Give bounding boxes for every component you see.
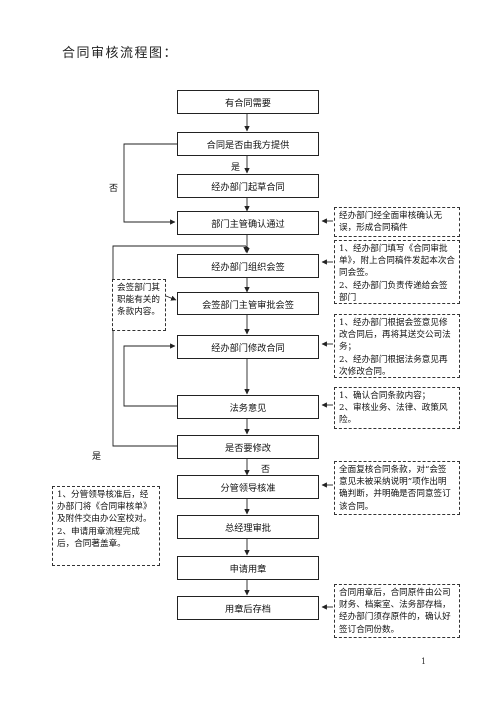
label-yes-1: 是 (231, 163, 241, 173)
label-no-1: 否 (109, 184, 119, 194)
step-need-modify: 是否要修改 (177, 435, 319, 459)
step-manager-confirm: 部门主管确认通过 (177, 211, 319, 235)
label-no-2: 否 (261, 465, 271, 475)
note-leader-left: 1、分管领导核准后，经办部门将《合同审核单》及附件交由办公室校对。 2、申请用章… (52, 486, 160, 566)
note-confirm: 经办部门经全面审核确认无误，形成合同稿件 (334, 207, 460, 237)
note-leader: 全面复核合同条款，对“会签意见未被采纳说明”项作出明确判断，并明确是否同意签订该… (334, 461, 460, 515)
step-contract-needed: 有合同需要 (177, 90, 319, 114)
page-number: 1 (421, 657, 427, 666)
step-modify-contract: 经办部门修改合同 (177, 335, 319, 359)
step-provided-by-us: 合同是否由我方提供 (177, 132, 319, 156)
step-leader-approve: 分管领导核准 (177, 475, 319, 499)
step-organize-cosign: 经办部门组织会签 (177, 254, 319, 278)
step-archive: 用章后存档 (177, 596, 319, 620)
note-cosign: 1、经办部门填写《合同审批单》，附上合同稿件发起本次合同会签。 2、经办部门负责… (334, 240, 460, 304)
label-yes-2: 是 (92, 452, 102, 462)
step-gm-approve: 总经理审批 (177, 515, 319, 539)
page-title: 合同审核流程图： (62, 46, 179, 61)
note-archive: 合同用章后，合同原件由公司财务、档案室、法务部存档，经办部门须存原件的，确认好签… (334, 584, 460, 638)
note-cosign-dept: 会签部门其职能有关的条款内容。 (112, 279, 166, 331)
note-legal: 1、确认合同条款内容； 2、审核业务、法律、政策风险。 (334, 387, 460, 429)
step-legal-opinion: 法务意见 (177, 395, 319, 419)
step-draft-contract: 经办部门起草合同 (177, 174, 319, 198)
note-modify: 1、经办部门根据会签意见修改合同后，再将其送交公司法务； 2、经办部门根据法务意… (334, 314, 460, 378)
step-cosign-approval: 会签部门主管审批会签 (177, 292, 319, 315)
step-apply-seal: 申请用章 (177, 556, 319, 580)
